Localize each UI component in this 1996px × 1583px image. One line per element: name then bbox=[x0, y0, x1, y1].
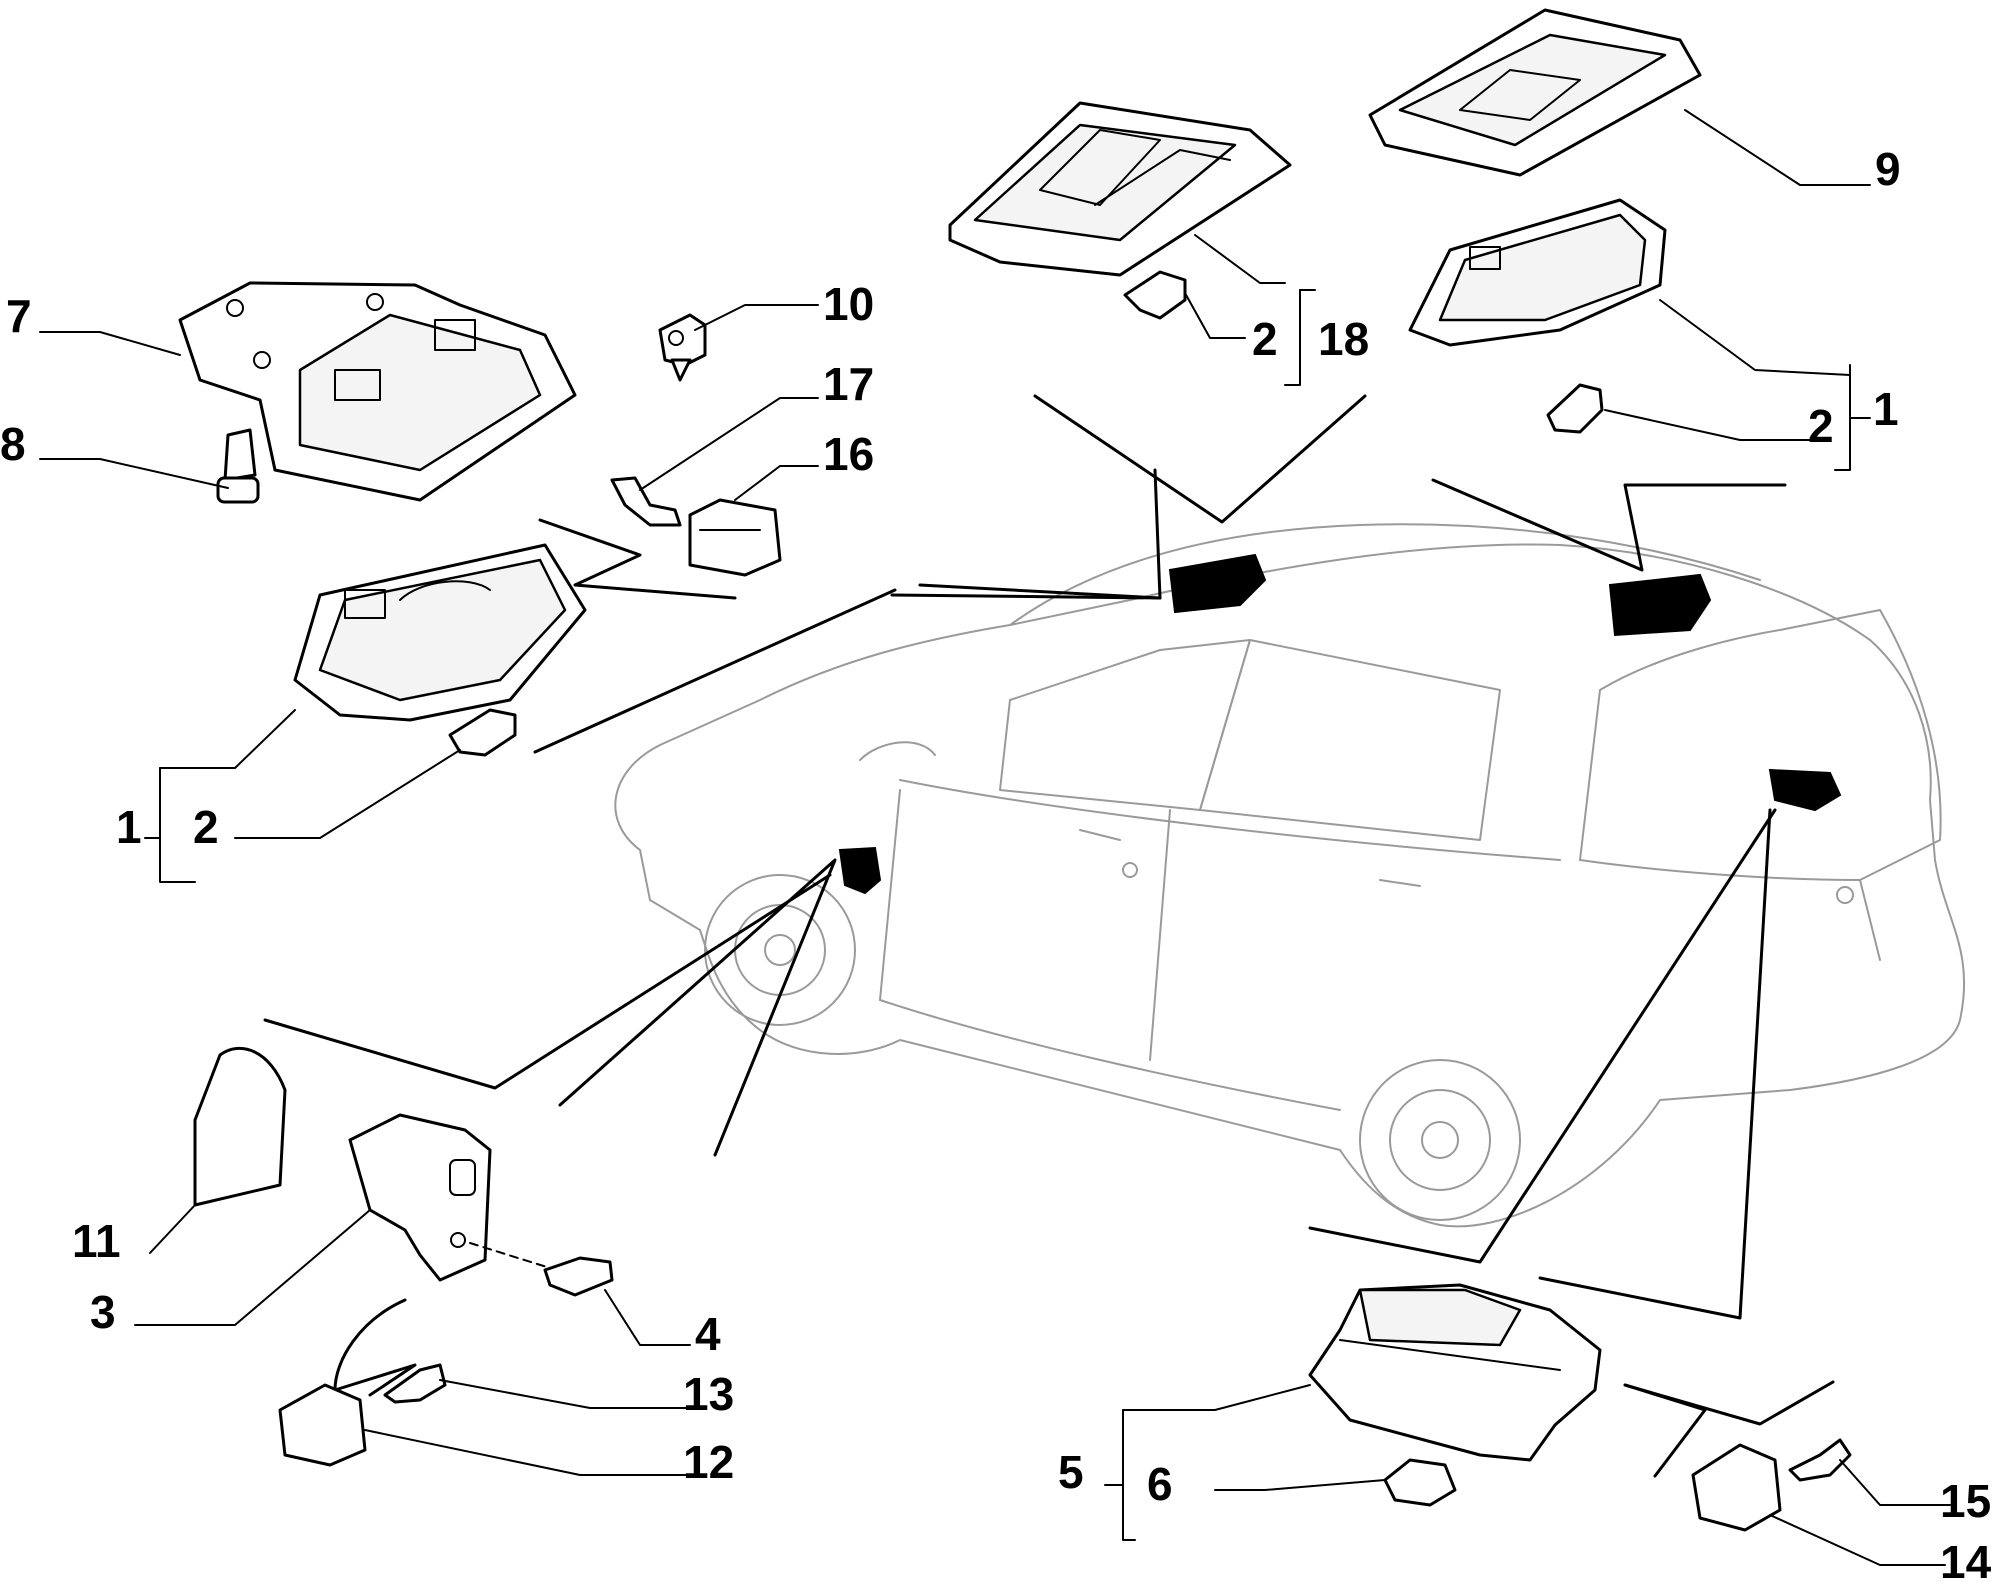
callout-9: 9 bbox=[1875, 143, 1901, 195]
callout-labels: 7 8 10 17 16 2 18 9 1 2 1 2 11 3 4 13 12… bbox=[0, 143, 1992, 1583]
part-9-lens-cover bbox=[1368, 8, 1702, 177]
callout-14: 14 bbox=[1940, 1536, 1992, 1583]
callout-7: 7 bbox=[6, 290, 32, 342]
callout-2-top: 2 bbox=[1252, 313, 1278, 365]
callout-8: 8 bbox=[0, 418, 26, 470]
callout-10: 10 bbox=[823, 278, 874, 330]
callout-2-right: 2 bbox=[1808, 400, 1834, 452]
part-5-boot-light bbox=[1308, 1283, 1602, 1462]
part-2-bulb-right bbox=[1546, 383, 1604, 434]
callout-16: 16 bbox=[823, 428, 874, 480]
part-11-shield bbox=[193, 1046, 287, 1207]
callout-11: 11 bbox=[72, 1215, 121, 1267]
callout-3: 3 bbox=[90, 1286, 116, 1338]
callout-13: 13 bbox=[683, 1368, 734, 1420]
leader-lines bbox=[39, 109, 1951, 1566]
callout-1-left: 1 bbox=[116, 801, 142, 853]
callout-17: 17 bbox=[823, 358, 874, 410]
callout-4: 4 bbox=[695, 1308, 721, 1360]
part-6-bulb bbox=[1383, 1458, 1457, 1507]
part-17-terminal bbox=[610, 476, 682, 527]
part-3-door-switch bbox=[348, 1113, 492, 1282]
part-2-bulb-left bbox=[448, 708, 517, 757]
door-switch-position bbox=[838, 846, 882, 895]
callout-15: 15 bbox=[1940, 1475, 1991, 1527]
part-10-clip bbox=[658, 313, 707, 382]
light-positions bbox=[838, 553, 1842, 895]
part-4-screw bbox=[543, 1256, 614, 1297]
rear-roof-light-position bbox=[1608, 573, 1712, 637]
part-1-right-light bbox=[1408, 198, 1667, 347]
part-12-connector bbox=[278, 1383, 367, 1467]
car-body bbox=[614, 523, 1966, 1228]
callout-12: 12 bbox=[683, 1436, 734, 1488]
part-18-roof-light bbox=[948, 101, 1292, 277]
part-1-left-light bbox=[293, 543, 587, 722]
callout-1-right: 1 bbox=[1873, 383, 1899, 435]
callout-18: 18 bbox=[1318, 313, 1369, 365]
callout-2-left: 2 bbox=[193, 801, 219, 853]
callout-6: 6 bbox=[1147, 1458, 1173, 1510]
part-15-terminal bbox=[1788, 1438, 1852, 1482]
boot-light-position bbox=[1768, 768, 1842, 812]
callout-5: 5 bbox=[1058, 1446, 1084, 1498]
part-2-bulb-top bbox=[1123, 270, 1187, 320]
part-8-screw bbox=[216, 428, 260, 504]
part-16-connector bbox=[688, 498, 782, 577]
guide-lines bbox=[263, 394, 1835, 1478]
front-roof-light-position bbox=[1168, 553, 1267, 614]
part-7-roof-console bbox=[178, 281, 577, 502]
part-13-terminal bbox=[383, 1363, 447, 1404]
part-14-connector bbox=[1691, 1443, 1782, 1532]
